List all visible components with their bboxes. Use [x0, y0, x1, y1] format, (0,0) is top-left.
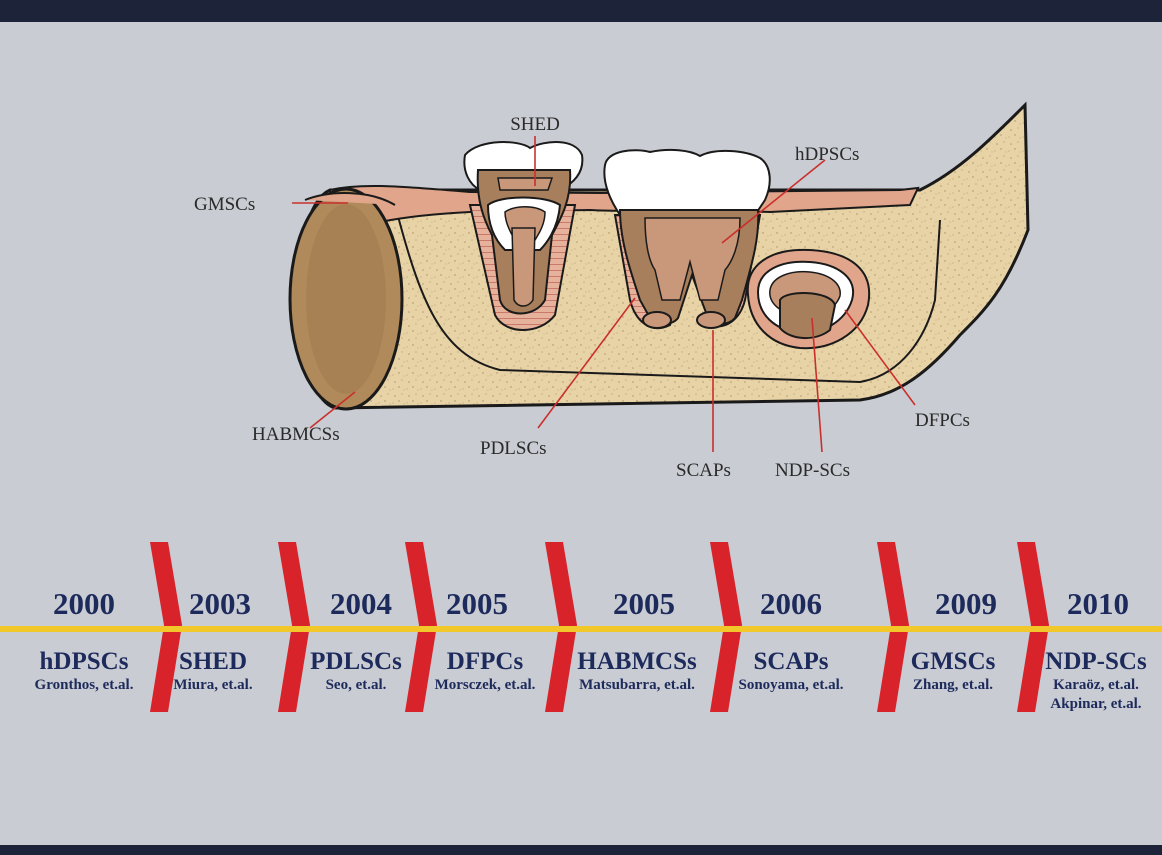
entry-name: GMSCs — [911, 648, 996, 676]
year-5: 2006 — [760, 586, 822, 622]
timeline-entry-4: HABMCSs Matsubarra, et.al. — [577, 648, 696, 695]
entry-name: SHED — [173, 648, 252, 676]
entry-author: Seo, et.al. — [310, 676, 402, 695]
entry-author: Matsubarra, et.al. — [577, 676, 696, 695]
timeline-entry-7: NDP-SCs Karaöz, et.al. Akpinar, et.al. — [1045, 648, 1146, 714]
label-pdlscs: PDLSCs — [480, 438, 547, 459]
entry-author: Morsczek, et.al. — [435, 676, 536, 695]
year-7: 2010 — [1067, 586, 1129, 622]
label-gmscs: GMSCs — [194, 194, 255, 215]
timeline-entry-5: SCAPs Sonoyama, et.al. — [739, 648, 844, 695]
entry-author: Miura, et.al. — [173, 676, 252, 695]
timeline-axis-line — [0, 626, 1162, 632]
year-3: 2005 — [446, 586, 508, 622]
entry-author: Zhang, et.al. — [911, 676, 996, 695]
developing-tooth-follicle — [748, 250, 869, 348]
entry-author: Gronthos, et.al. — [35, 676, 134, 695]
year-2: 2004 — [330, 586, 392, 622]
timeline-entry-3: DFPCs Morsczek, et.al. — [435, 648, 536, 695]
entry-name: PDLSCs — [310, 648, 402, 676]
label-hdpscs: hDPSCs — [795, 144, 859, 165]
entry-name: DFPCs — [435, 648, 536, 676]
timeline-entry-0: hDPSCs Gronthos, et.al. — [35, 648, 134, 695]
entry-author: Karaöz, et.al. — [1045, 676, 1146, 695]
label-habmcss: HABMCSs — [252, 424, 340, 445]
discovery-timeline: 2000 2003 2004 2005 2005 2006 2009 2010 … — [0, 530, 1162, 730]
timeline-entry-2: PDLSCs Seo, et.al. — [310, 648, 402, 695]
timeline-entry-6: GMSCs Zhang, et.al. — [911, 648, 996, 695]
entry-name: NDP-SCs — [1045, 648, 1146, 676]
label-scaps: SCAPs — [676, 460, 731, 481]
jaw-cross-section-diagram: SHED hDPSCs GMSCs HABMCSs PDLSCs SCAPs N… — [0, 0, 1162, 520]
label-shed: SHED — [510, 114, 560, 135]
entry-author: Akpinar, et.al. — [1045, 695, 1146, 714]
timeline-entry-1: SHED Miura, et.al. — [173, 648, 252, 695]
entry-author: Sonoyama, et.al. — [739, 676, 844, 695]
year-6: 2009 — [935, 586, 997, 622]
bottom-border-bar — [0, 845, 1162, 855]
entry-name: hDPSCs — [35, 648, 134, 676]
entry-name: SCAPs — [739, 648, 844, 676]
year-1: 2003 — [189, 586, 251, 622]
year-0: 2000 — [53, 586, 115, 622]
label-dfpcs: DFPCs — [915, 410, 970, 431]
year-4: 2005 — [613, 586, 675, 622]
label-ndp-scs: NDP-SCs — [775, 460, 850, 481]
entry-name: HABMCSs — [577, 648, 696, 676]
